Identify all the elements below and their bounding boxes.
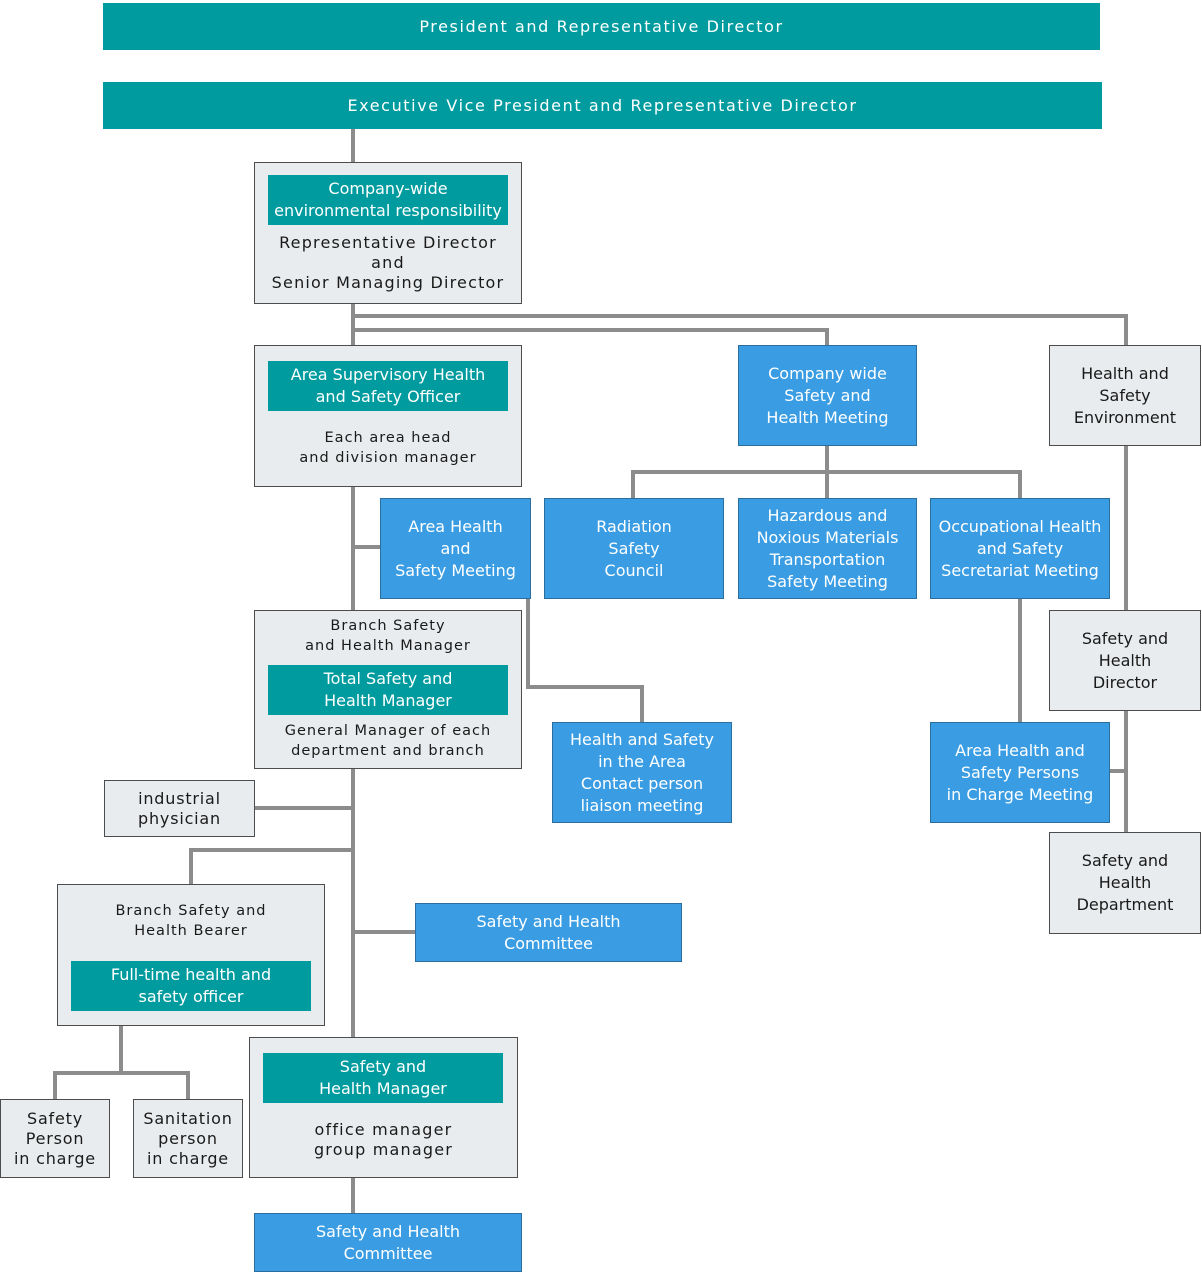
committee-mid-box: Safety and Health Committee: [415, 903, 682, 962]
area-supervisory-box: Area Supervisory Health and Safety Offic…: [254, 345, 522, 487]
radiation-council-box: Radiation Safety Council: [544, 498, 724, 599]
area-persons-meeting-box: Area Health and Safety Persons in Charge…: [930, 722, 1110, 823]
committee-bottom-box: Safety and Health Committee: [254, 1213, 522, 1272]
branch-manager-box: Branch Safety and Health Manager Total S…: [254, 610, 522, 769]
executive-vp-bar: Executive Vice President and Representat…: [103, 82, 1102, 129]
full-time-officer-label: Full-time health and safety officer: [71, 961, 311, 1011]
office-group-manager-title: office manager group manager: [313, 1120, 454, 1159]
hazardous-materials-meeting-box: Hazardous and Noxious Materials Transpor…: [738, 498, 917, 599]
occupational-secretariat-box: Occupational Health and Safety Secretari…: [930, 498, 1110, 599]
senior-managing-director-box: Company-wide environmental responsibilit…: [254, 162, 522, 304]
sanitation-person-box: Sanitation person in charge: [133, 1099, 243, 1178]
company-wide-environmental-label: Company-wide environmental responsibilit…: [268, 175, 508, 225]
area-head-title: Each area head and division manager: [299, 430, 477, 466]
safety-health-department-box: Safety and Health Department: [1049, 832, 1201, 934]
total-safety-manager-label: Total Safety and Health Manager: [268, 665, 508, 715]
safety-person-box: Safety Person in charge: [0, 1099, 110, 1178]
company-wide-meeting-box: Company wide Safety and Health Meeting: [738, 345, 917, 446]
safety-health-manager-label: Safety and Health Manager: [263, 1053, 503, 1103]
executive-vp-label: Executive Vice President and Representat…: [347, 96, 858, 115]
office-manager-box: Safety and Health Manager office manager…: [249, 1037, 518, 1178]
branch-bearer-box: Branch Safety and Health Bearer Full-tim…: [57, 884, 325, 1026]
area-contact-meeting-box: Health and Safety in the Area Contact pe…: [552, 722, 732, 823]
president-bar: President and Representative Director: [103, 3, 1100, 50]
area-supervisory-label: Area Supervisory Health and Safety Offic…: [268, 361, 508, 411]
health-safety-environment-box: Health and Safety Environment: [1049, 345, 1201, 446]
branch-manager-title: Branch Safety and Health Manager: [305, 618, 471, 654]
area-health-safety-meeting-box: Area Health and Safety Meeting: [380, 498, 531, 599]
president-label: President and Representative Director: [419, 17, 784, 36]
branch-bearer-title: Branch Safety and Health Bearer: [115, 903, 267, 939]
safety-health-director-box: Safety and Health Director: [1049, 610, 1201, 711]
general-manager-title: General Manager of each department and b…: [284, 723, 492, 759]
senior-managing-director-title: Representative Director and Senior Manag…: [271, 233, 505, 292]
industrial-physician-box: industrial physician: [104, 780, 255, 837]
